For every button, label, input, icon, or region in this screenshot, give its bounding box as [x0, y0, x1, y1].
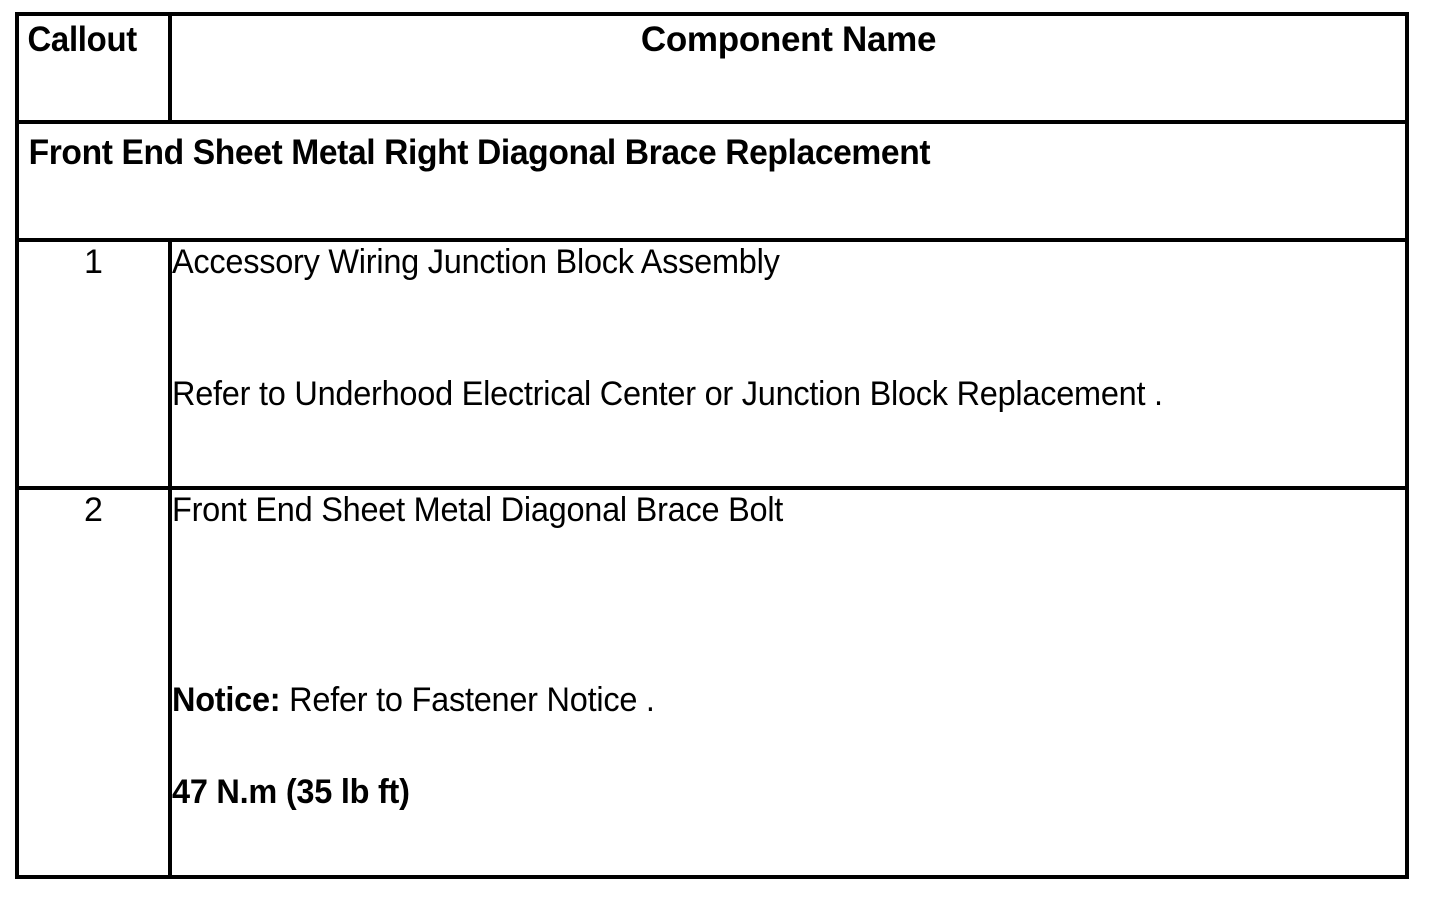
- callout-number: 2: [84, 491, 103, 529]
- vertical-spacer: [172, 530, 1405, 680]
- table-row: 2 Front End Sheet Metal Diagonal Brace B…: [15, 486, 1409, 879]
- callout-number-cell: 1: [15, 238, 172, 490]
- vertical-spacer: [172, 720, 1405, 772]
- component-reference-line: Refer to Underhood Electrical Center or …: [172, 375, 1163, 413]
- header-cell-component-name: Component Name: [168, 12, 1409, 124]
- section-title: Front End Sheet Metal Right Diagonal Bra…: [28, 133, 931, 172]
- component-name-cell: Front End Sheet Metal Diagonal Brace Bol…: [168, 486, 1409, 879]
- table-header-row: Callout Component Name: [15, 12, 1409, 124]
- notice-label: Notice:: [172, 681, 281, 719]
- torque-specification: 47 N.m (35 lb ft): [172, 773, 410, 811]
- table-row: 1 Accessory Wiring Junction Block Assemb…: [15, 238, 1409, 490]
- notice-text: Refer to Fastener Notice .: [280, 681, 655, 719]
- table-section-row: Front End Sheet Metal Right Diagonal Bra…: [15, 120, 1409, 242]
- component-title-line: Accessory Wiring Junction Block Assembly: [172, 243, 780, 281]
- section-title-cell: Front End Sheet Metal Right Diagonal Bra…: [15, 120, 1409, 242]
- callout-number-cell: 2: [15, 486, 172, 879]
- vertical-spacer: [172, 282, 1405, 374]
- header-cell-callout: Callout: [15, 12, 172, 124]
- callout-number: 1: [84, 243, 103, 281]
- notice-line: Notice: Refer to Fastener Notice .: [172, 680, 1350, 720]
- component-title-line: Front End Sheet Metal Diagonal Brace Bol…: [172, 491, 784, 529]
- callout-table: Callout Component Name Front End Sheet M…: [15, 12, 1409, 879]
- column-header-callout: Callout: [27, 20, 137, 59]
- component-name-cell: Accessory Wiring Junction Block Assembly…: [168, 238, 1409, 490]
- column-header-component-name: Component Name: [640, 20, 937, 59]
